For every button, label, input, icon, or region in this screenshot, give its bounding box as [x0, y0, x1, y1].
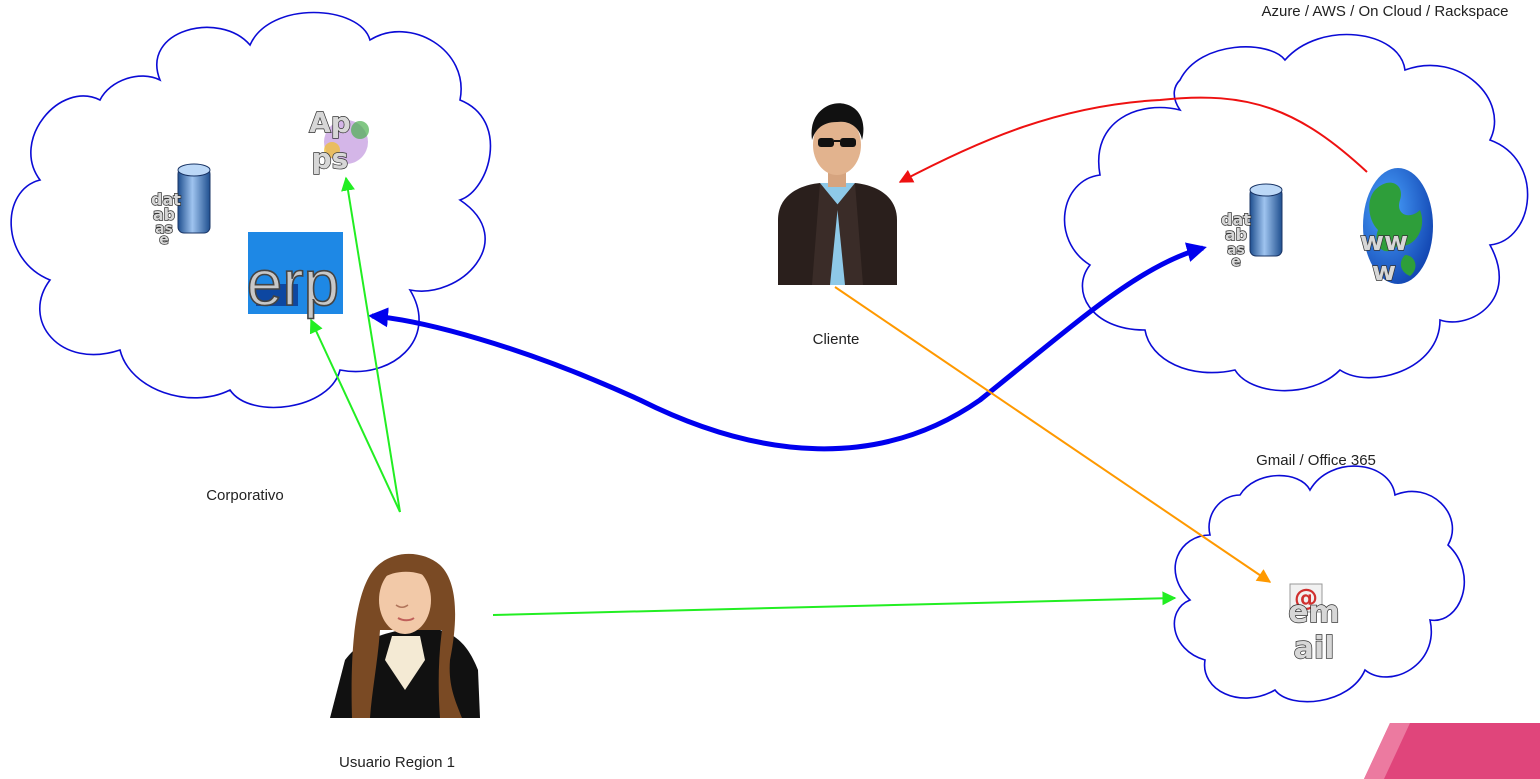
user-to-apps-link: [341, 176, 401, 513]
svg-text:@: @: [1294, 584, 1318, 612]
cloud-db-text-3: as: [1227, 242, 1245, 258]
erp-icon: erp: [246, 232, 343, 320]
corporate-database-icon: dat ab as e: [150, 163, 211, 249]
apps-text-2: ps: [312, 142, 349, 175]
corp-db-text-2: ab: [153, 205, 175, 224]
email-text-1: em: [1288, 595, 1340, 630]
corp-db-text-4: e: [159, 232, 169, 248]
cloud-db-text-2: ab: [1225, 225, 1247, 244]
www-globe-icon: ww w: [1359, 168, 1433, 288]
www-text-2: w: [1372, 257, 1396, 287]
user-to-erp-link: [309, 318, 401, 513]
cloud-db-text-1: dat: [1221, 210, 1251, 229]
client-to-email-link: [834, 286, 1272, 583]
email-provider-label: Gmail / Office 365: [1256, 452, 1376, 469]
erp-to-cloud-database-link: [368, 242, 1207, 452]
email-icon: @ em ail: [1287, 583, 1341, 667]
corp-db-text-3: as: [155, 221, 173, 237]
user-avatar: [330, 553, 480, 718]
corner-accent-shape: [1364, 723, 1540, 779]
apps-icon: Ap ps: [308, 105, 369, 176]
corporate-cloud: [10, 11, 492, 409]
provider-cloud: [1063, 33, 1529, 392]
corp-db-text-1: dat: [151, 190, 181, 209]
cloud-database-icon: dat ab as e: [1220, 183, 1283, 271]
cloud-provider-label: Azure / AWS / On Cloud / Rackspace: [1261, 3, 1508, 20]
corporate-label: Corporativo: [206, 487, 284, 504]
user-label: Usuario Region 1: [339, 754, 455, 771]
erp-text: erp: [247, 247, 340, 319]
cloud-db-text-4: e: [1231, 254, 1241, 270]
www-text-1: ww: [1360, 227, 1408, 257]
web-to-client-link: [898, 96, 1368, 183]
user-to-email-link: [492, 591, 1177, 616]
apps-text-1: Ap: [309, 106, 351, 139]
client-label: Cliente: [813, 331, 860, 348]
client-avatar: [778, 103, 897, 285]
email-text-2: ail: [1294, 631, 1335, 666]
